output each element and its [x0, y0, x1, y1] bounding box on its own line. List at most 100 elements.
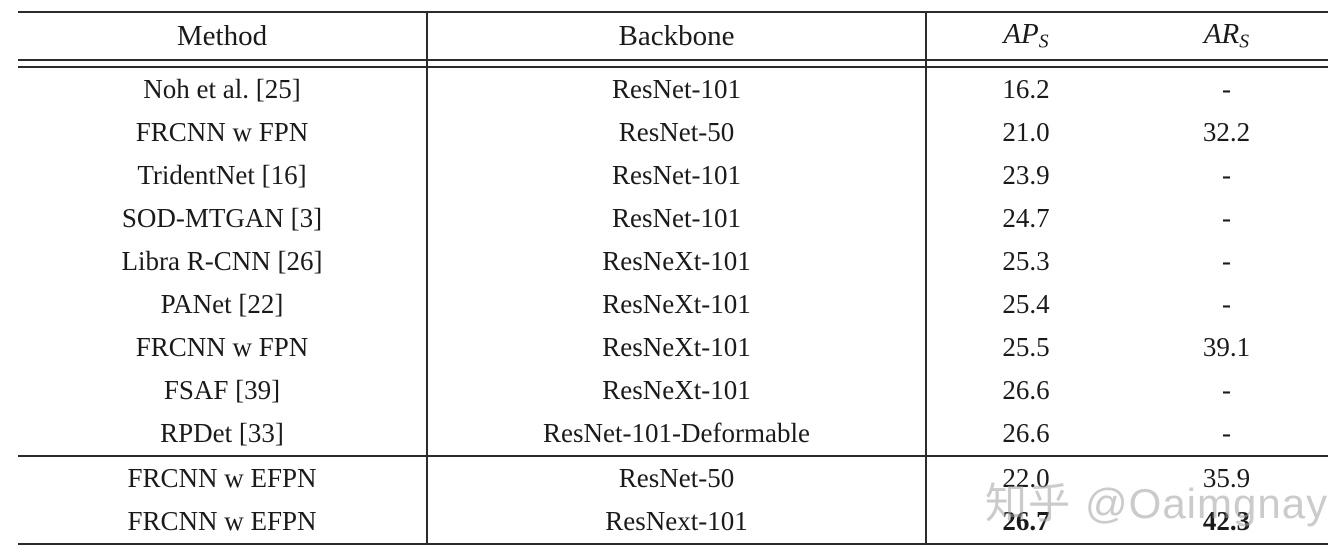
cell-ars: 42.3	[1125, 500, 1328, 545]
cell-ars: -	[1125, 369, 1328, 412]
cell-backbone-value: ResNeXt-101	[602, 246, 751, 276]
table-row: FRCNN w FPN ResNeXt-101 25.5 39.1	[18, 326, 1328, 369]
cell-aps: 25.3	[925, 240, 1125, 283]
cell-method: TridentNet [16]	[18, 154, 427, 197]
cell-aps: 26.6	[925, 369, 1125, 412]
column-header-backbone: Backbone	[426, 11, 926, 60]
cell-backbone-value: ResNet-50	[618, 117, 735, 147]
cell-method: FRCNN w EFPN	[18, 455, 427, 500]
cell-aps: 25.4	[925, 283, 1125, 326]
cell-method-value: FRCNN w EFPN	[127, 506, 317, 536]
cell-method-value: FSAF [39]	[163, 375, 281, 405]
cell-backbone-value: ResNet-50	[618, 463, 735, 493]
table-row: FRCNN w EFPN ResNext-101 26.7 42.3	[18, 500, 1328, 545]
cell-ars: -	[1125, 154, 1328, 197]
aps-label-base: AP	[1003, 17, 1039, 50]
cell-ars-value: -	[1222, 246, 1231, 276]
aps-label-subscript: S	[1038, 30, 1049, 53]
cell-backbone: ResNet-50	[426, 455, 926, 500]
cell-ars-value: -	[1222, 289, 1231, 319]
results-table: Method Backbone APS ARS Noh et al. [25] R…	[18, 11, 1328, 545]
column-header-aps: APS	[925, 11, 1125, 60]
cell-method: FRCNN w FPN	[18, 326, 427, 369]
cell-aps: 23.9	[925, 154, 1125, 197]
cell-aps: 26.7	[925, 500, 1125, 545]
cell-ars-value: 35.9	[1202, 463, 1251, 493]
table-row: Noh et al. [25] ResNet-101 16.2 -	[18, 66, 1328, 111]
cell-ars: -	[1125, 66, 1328, 111]
cell-backbone-value: ResNeXt-101	[602, 375, 751, 405]
table-row: SOD-MTGAN [3] ResNet-101 24.7 -	[18, 197, 1328, 240]
cell-method-value: TridentNet [16]	[137, 160, 307, 190]
cell-backbone: ResNet-101	[426, 154, 926, 197]
cell-aps-value: 25.4	[1002, 289, 1050, 319]
cell-method-value: Libra R-CNN [26]	[121, 246, 323, 276]
cell-aps: 16.2	[925, 66, 1125, 111]
cell-aps-value: 26.6	[1002, 375, 1050, 405]
cell-aps-value: 21.0	[1002, 117, 1050, 147]
table-row: Libra R-CNN [26] ResNeXt-101 25.3 -	[18, 240, 1328, 283]
cell-method-value: FRCNN w FPN	[135, 117, 309, 147]
cell-backbone-value: ResNext-101	[605, 506, 748, 536]
table-row: FRCNN w FPN ResNet-50 21.0 32.2	[18, 111, 1328, 154]
cell-aps-value: 16.2	[1002, 74, 1050, 104]
cell-method-value: SOD-MTGAN [3]	[121, 203, 323, 233]
column-header-ars: ARS	[1125, 11, 1328, 60]
cell-aps-value: 22.0	[1002, 463, 1050, 493]
cell-backbone-value: ResNet-101	[612, 203, 741, 233]
header-row: Method Backbone APS ARS	[18, 11, 1328, 60]
cell-backbone: ResNet-101	[426, 66, 926, 111]
cell-aps: 21.0	[925, 111, 1125, 154]
table-body: Noh et al. [25] ResNet-101 16.2 - FRCNN w FP…	[18, 59, 1328, 545]
cell-ars: -	[1125, 197, 1328, 240]
rule-cell-backbone	[426, 59, 926, 67]
cell-aps: 26.6	[925, 412, 1125, 456]
cell-method: FSAF [39]	[18, 369, 427, 412]
cell-aps-value: 23.9	[1002, 160, 1050, 190]
rule-cell-aps	[925, 59, 1125, 67]
cell-ars-value: 42.3	[1202, 506, 1251, 536]
cell-ars-value: -	[1222, 74, 1231, 104]
cell-backbone-value: ResNet-101-Deformable	[543, 418, 810, 448]
ars-label-base: AR	[1203, 17, 1240, 50]
cell-ars: 32.2	[1125, 111, 1328, 154]
rule-cell-method	[18, 59, 427, 67]
cell-ars-value: -	[1222, 203, 1231, 233]
cell-aps: 25.5	[925, 326, 1125, 369]
cell-backbone-value: ResNeXt-101	[602, 289, 751, 319]
cell-aps: 24.7	[925, 197, 1125, 240]
cell-backbone-value: ResNet-101	[612, 74, 741, 104]
cell-aps-value: 25.3	[1002, 246, 1050, 276]
cell-aps-value: 26.7	[1002, 506, 1050, 536]
cell-method: PANet [22]	[18, 283, 427, 326]
cell-backbone-value: ResNeXt-101	[602, 332, 751, 362]
cell-ars: 35.9	[1125, 455, 1328, 500]
cell-backbone: ResNeXt-101	[426, 240, 926, 283]
cell-method-value: Noh et al. [25]	[143, 74, 301, 104]
table-row: FRCNN w EFPN ResNet-50 22.0 35.9	[18, 455, 1328, 500]
cell-backbone: ResNext-101	[426, 500, 926, 545]
cell-backbone-value: ResNet-101	[612, 160, 741, 190]
cell-method: Libra R-CNN [26]	[18, 240, 427, 283]
results-table-container: Method Backbone APS ARS Noh et al. [25] R…	[18, 11, 1328, 545]
cell-ars: -	[1125, 283, 1328, 326]
cell-ars-value: -	[1222, 160, 1231, 190]
cell-ars-value: 32.2	[1202, 117, 1251, 147]
cell-method: FRCNN w EFPN	[18, 500, 427, 545]
table-header: Method Backbone APS ARS	[18, 11, 1328, 60]
cell-method: SOD-MTGAN [3]	[18, 197, 427, 240]
table-row: FSAF [39] ResNeXt-101 26.6 -	[18, 369, 1328, 412]
cell-ars-value: -	[1222, 375, 1231, 405]
cell-backbone: ResNeXt-101	[426, 369, 926, 412]
cell-aps-value: 25.5	[1002, 332, 1050, 362]
cell-ars-value: -	[1222, 418, 1231, 448]
cell-aps-value: 26.6	[1002, 418, 1050, 448]
cell-ars: 39.1	[1125, 326, 1328, 369]
cell-method-value: FRCNN w FPN	[135, 332, 309, 362]
rule-cell-ars	[1125, 59, 1328, 67]
table-row: TridentNet [16] ResNet-101 23.9 -	[18, 154, 1328, 197]
cell-ars: -	[1125, 240, 1328, 283]
ars-label-subscript: S	[1239, 30, 1250, 53]
table-row: PANet [22] ResNeXt-101 25.4 -	[18, 283, 1328, 326]
